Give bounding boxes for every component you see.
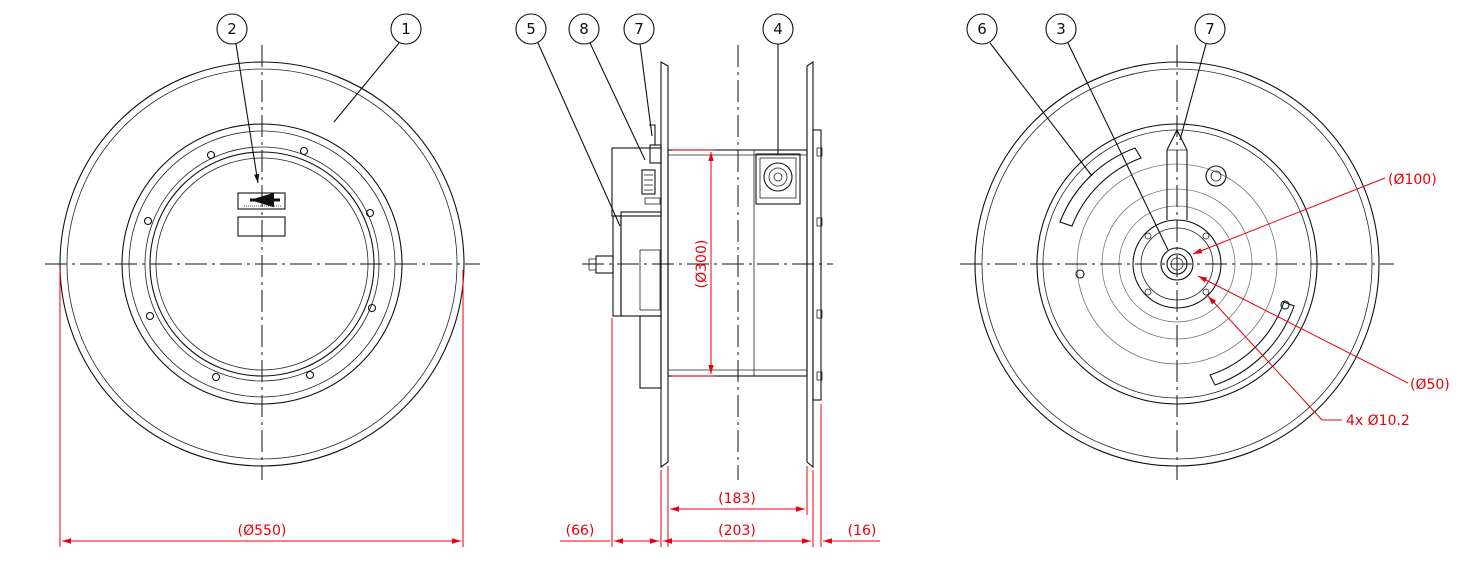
rear-port [1205,165,1227,187]
left-offset-dim: (66) [566,523,595,539]
connector-body [755,153,801,205]
balloon-7-rear [1194,13,1226,45]
front-view: 2 1 (Ø550) [45,13,480,547]
balloon-6-label: 6 [977,20,987,38]
right-offset-dim: (16) [848,523,877,539]
balloon-8-label: 8 [579,20,589,38]
balloon-2 [216,13,248,45]
spring [641,169,656,195]
side-view: (Ø300) (183) (203) (66) (16) 5 8 7 4 [515,13,880,547]
front-bolts [143,146,377,382]
hole-pattern-dim: 4x Ø10.2 [1346,413,1410,429]
drum-diameter-dim: (Ø300) [694,240,710,289]
balloon-3 [1045,13,1077,45]
hub-diameter-100-dim: (Ø100) [1388,172,1437,188]
balloon-4-label: 4 [773,20,783,38]
balloon-1 [390,13,422,45]
front-diameter-dim: (Ø550) [238,523,287,539]
balloon-5 [515,13,547,45]
rear-view: (Ø100) (Ø50) 4x Ø10.2 6 3 7 [960,13,1450,480]
balloon-3-label: 3 [1056,20,1066,38]
balloon-1-label: 1 [401,20,411,38]
balloon-8 [568,13,600,45]
hub-diameter-50-dim: (Ø50) [1410,377,1450,393]
inner-width-dim: (183) [718,491,756,507]
balloon-2-label: 2 [227,20,237,38]
balloon-7-rear-label: 7 [1205,20,1215,38]
balloon-6 [966,13,998,45]
balloon-7-side [623,13,655,45]
balloon-7-side-label: 7 [634,20,644,38]
overall-width-dim: (203) [718,523,756,539]
balloon-5-label: 5 [526,20,536,38]
connector-face [763,162,793,192]
